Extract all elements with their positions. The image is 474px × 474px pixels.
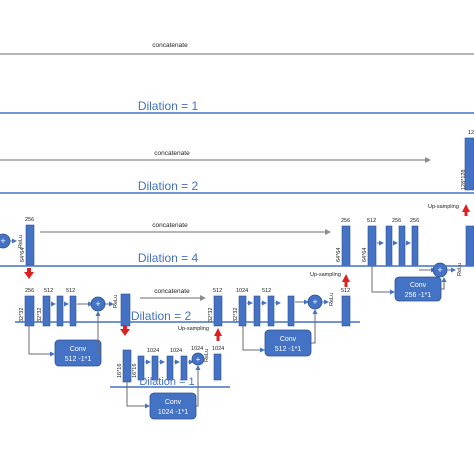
relu-label-r3-left: ReLu bbox=[18, 235, 24, 248]
plus-symbol-r3-right: + bbox=[437, 265, 442, 275]
channel-label-r3-left: 256 bbox=[25, 217, 34, 223]
dilation-label-2: Dilation = 2 bbox=[138, 179, 199, 193]
channel-label-r4-6: 1024 bbox=[236, 288, 248, 294]
feature-block-r3-r5 bbox=[411, 225, 419, 267]
conv-256-line1: Conv bbox=[410, 282, 427, 289]
dilation-label-4: Dilation = 2 bbox=[131, 309, 192, 323]
channel-label-r5-2: 1024 bbox=[170, 348, 182, 354]
feature-block-r5-4 bbox=[166, 355, 174, 381]
size-label-r4-2: 32*32 bbox=[37, 308, 43, 322]
relu-label-r4-right: ReLu bbox=[329, 293, 335, 306]
feature-block-r4-2 bbox=[42, 295, 51, 327]
relu-label-r4-left: ReLu bbox=[113, 295, 119, 308]
conv-512-left-line1: Conv bbox=[70, 346, 87, 353]
dilation-label-1: Dilation = 1 bbox=[138, 99, 199, 113]
relu-label-r5: ReLu bbox=[204, 349, 210, 362]
channel-label-r4-5: 512 bbox=[262, 288, 271, 294]
conv-1024-line2: 1024 -1*1 bbox=[158, 409, 188, 416]
feature-block-r3-r3 bbox=[385, 225, 393, 267]
concat-label-3: concatenate bbox=[152, 222, 188, 229]
concat-label-4: concatenate bbox=[154, 288, 190, 295]
conv-512-left-to-plus bbox=[95, 311, 101, 354]
plus-symbol-r5: + bbox=[196, 355, 201, 364]
channel-label-r5-4: 1024 bbox=[191, 346, 203, 352]
feature-block-r4-10 bbox=[287, 295, 295, 327]
channel-label-r3-r3: 256 bbox=[392, 218, 401, 224]
plus-symbol-r4-right: + bbox=[312, 297, 317, 307]
dilation-label-3: Dilation = 4 bbox=[138, 251, 199, 265]
feature-block-r4-11 bbox=[341, 295, 351, 327]
size-label-r3-r1: 64*64 bbox=[336, 248, 342, 262]
size-label-r3-r2: 64*64 bbox=[362, 248, 368, 262]
size-label-r4-4: 32*32 bbox=[233, 308, 239, 322]
channel-label-r4-4: 512 bbox=[213, 288, 222, 294]
feature-block-r4-8 bbox=[253, 295, 261, 327]
channel-label-r3-r2: 512 bbox=[367, 218, 376, 224]
up-arrow-r3 bbox=[342, 274, 350, 287]
channel-label-r4-1: 256 bbox=[25, 288, 34, 294]
feature-block-r3-r6 bbox=[465, 225, 474, 267]
feature-block-r4-4 bbox=[69, 295, 77, 327]
skip-line-conv-512-left bbox=[28, 326, 55, 357]
channel-label-r3-r1: 256 bbox=[341, 218, 350, 224]
conv-512-right-to-plus bbox=[311, 309, 318, 344]
up-sampling-label-r3: Up-sampling bbox=[310, 272, 341, 278]
channel-label-r5-3: 1024 bbox=[212, 346, 224, 352]
feature-block-r3-left bbox=[25, 224, 35, 266]
conv-1024-to-plus bbox=[195, 365, 201, 407]
skip-line-conv-512-right bbox=[242, 326, 265, 353]
conv-512-right-line1: Conv bbox=[280, 336, 297, 343]
channel-label-r3-r4: 256 bbox=[410, 218, 419, 224]
up-sampling-label-top: Up-sampling bbox=[428, 204, 459, 210]
feature-block-r5-1 bbox=[122, 349, 132, 383]
conv-256-line2: 256 -1*1 bbox=[405, 292, 432, 299]
size-label-r5-1: 16*16 bbox=[117, 364, 123, 378]
channel-label-r4-3: 512 bbox=[66, 288, 75, 294]
size-label-top-right: 128*128 bbox=[461, 170, 467, 191]
conv-512-right-line2: 512 -1*1 bbox=[275, 346, 302, 353]
channel-label-top-right: 128 bbox=[468, 130, 474, 136]
dilation-label-5: Dilation = 1 bbox=[139, 376, 194, 388]
conv-512-left-line2: 512 -1*1 bbox=[65, 356, 92, 363]
down-arrow-r4 bbox=[120, 325, 130, 336]
channel-label-r4-2: 512 bbox=[44, 288, 53, 294]
skip-line-conv-256 bbox=[371, 266, 395, 295]
plus-symbol-r3-left: + bbox=[0, 236, 5, 246]
concat-label-1: concatenate bbox=[152, 42, 188, 49]
size-label-r3-left: 64*64 bbox=[20, 248, 26, 262]
size-label-r5-2: 16*16 bbox=[132, 364, 138, 378]
feature-block-r5-6 bbox=[213, 353, 222, 381]
feature-block-r5-5 bbox=[180, 355, 188, 381]
feature-block-r4-6 bbox=[213, 295, 223, 327]
channel-label-r5-1: 1024 bbox=[147, 348, 159, 354]
feature-block-top-right bbox=[464, 137, 474, 191]
conv-1024-line1: Conv bbox=[165, 399, 182, 406]
size-label-r4-3: 32*32 bbox=[208, 308, 214, 322]
feature-block-r3-r4 bbox=[398, 225, 406, 267]
feature-block-r5-2 bbox=[137, 355, 145, 381]
channel-label-r4-7: 512 bbox=[341, 288, 350, 294]
size-label-r4-1: 32*32 bbox=[19, 308, 25, 322]
conv-256-to-plus bbox=[441, 277, 447, 290]
down-arrow-r3 bbox=[24, 268, 34, 279]
feature-block-r3-r2 bbox=[367, 225, 377, 267]
concat-label-2: concatenate bbox=[154, 150, 190, 157]
up-arrow-r4 bbox=[214, 328, 222, 341]
up-sampling-label-r4: Up-sampling bbox=[178, 326, 209, 332]
up-arrow-top bbox=[462, 204, 470, 216]
feature-block-r5-3 bbox=[151, 355, 159, 381]
feature-block-r3-r1 bbox=[341, 225, 351, 267]
plus-symbol-r4-left: + bbox=[95, 299, 100, 309]
skip-line-conv-1024 bbox=[126, 382, 150, 409]
relu-label-r3-right: ReLu bbox=[457, 263, 463, 276]
feature-block-r4-9 bbox=[267, 295, 275, 327]
feature-block-r4-3 bbox=[56, 295, 64, 327]
